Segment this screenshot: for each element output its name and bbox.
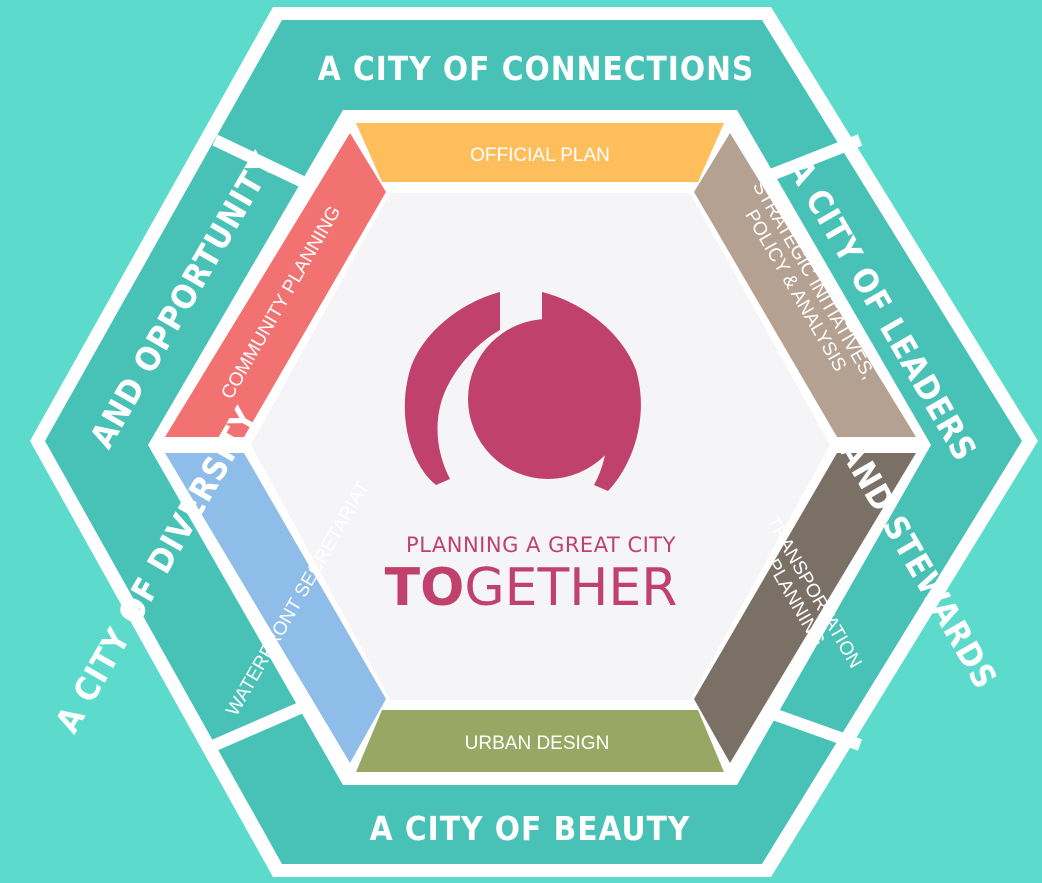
segment-urban-design [356, 710, 724, 772]
label-city-of-connections: A CITY OF CONNECTIONS [318, 49, 755, 88]
label-city-of-beauty: A CITY OF BEAUTY [370, 809, 691, 848]
together-wordmark: TOGETHER [385, 558, 678, 618]
segment-strategic-initiatives [694, 133, 916, 437]
together-bold: TO [385, 558, 465, 618]
segment-waterfront-secretariat [165, 453, 386, 763]
segment-community-planning [165, 133, 386, 437]
tagline-text: PLANNING A GREAT CITY [406, 533, 676, 557]
label-official-plan: OFFICIAL PLAN [470, 145, 610, 166]
segment-official-plan [356, 123, 724, 182]
logo-icon [404, 292, 641, 491]
segment-transportation-planning [694, 453, 916, 763]
label-urban-design: URBAN DESIGN [465, 733, 610, 754]
together-rest: GETHER [464, 558, 677, 618]
